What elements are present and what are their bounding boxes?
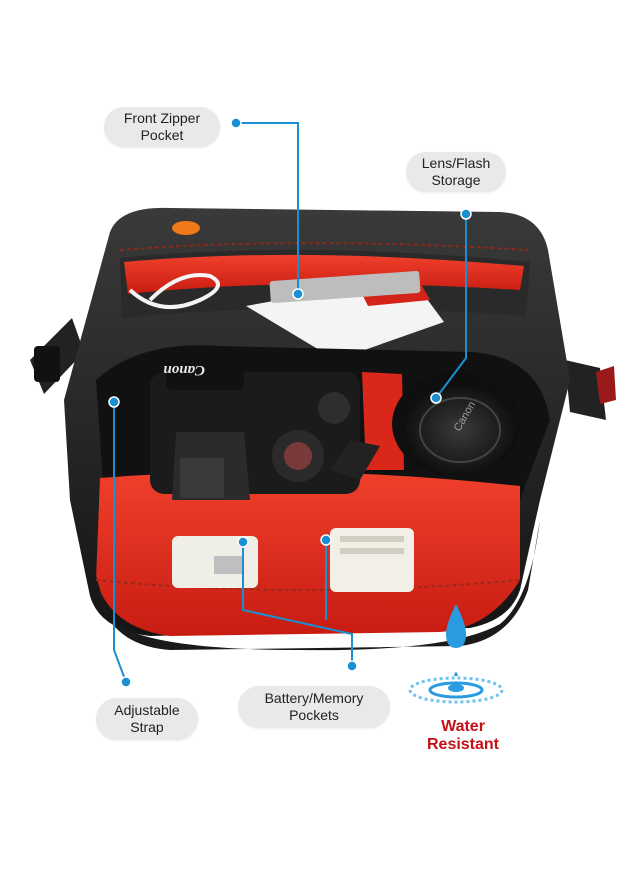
camera-body (150, 360, 380, 500)
strap-dot (120, 676, 132, 688)
callout-dots (108, 117, 472, 688)
strap-target-dot (108, 396, 120, 408)
adjustable-strap-label: Adjustable Strap (114, 702, 180, 735)
adjustable-strap-callout: Adjustable Strap (96, 698, 198, 740)
front-zipper-dot (230, 117, 242, 129)
battery-dot (346, 660, 358, 672)
lens-storage-leader (435, 214, 467, 399)
strap-leader (113, 402, 127, 683)
water-resistant-label: Water Resistant (426, 718, 500, 753)
lens-flash-storage-callout: Lens/Flash Storage (406, 152, 506, 192)
callout-leader-lines (113, 122, 467, 683)
lens-cap (392, 372, 520, 476)
front-zipper-pocket-label: Front Zipper Pocket (123, 110, 201, 143)
battery-target-dot (237, 536, 249, 548)
front-zipper-target-dot (292, 288, 304, 300)
shoulder-strap (30, 318, 616, 420)
lens-storage-target-dot (430, 392, 442, 404)
battery-memory-pockets-label: Battery/Memory Pockets (264, 690, 364, 723)
memory-target-dot (320, 534, 332, 546)
lens-storage-dot (460, 208, 472, 220)
battery-memory-pockets-callout: Battery/Memory Pockets (238, 686, 390, 728)
front-zipper-pocket-callout: Front Zipper Pocket (104, 107, 220, 147)
camera-brand-label: Canon (163, 362, 205, 378)
front-zipper-leader (236, 122, 299, 294)
water-drop-icon (408, 604, 504, 704)
battery-leader (242, 542, 353, 666)
lens-flash-storage-label: Lens/Flash Storage (421, 155, 491, 188)
battery-pockets (172, 528, 414, 592)
